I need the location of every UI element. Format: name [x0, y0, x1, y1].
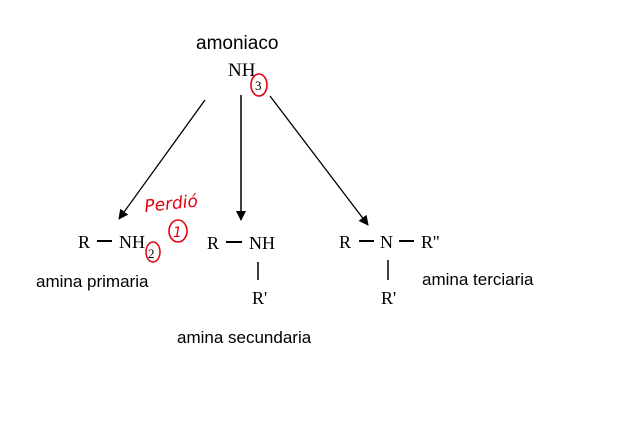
ammonia-formula-main: NH — [228, 60, 256, 81]
ammonia-label: amoniaco — [196, 33, 278, 54]
secondary-r: R — [207, 233, 219, 253]
tertiary-n: N — [380, 232, 393, 252]
primary-r: R — [78, 232, 90, 252]
tertiary-r-double-prime: R'' — [421, 232, 440, 252]
ammonia-subscript-circle — [250, 73, 268, 97]
annotation-circled-number: 1 — [173, 225, 182, 241]
secondary-r-prime: R' — [252, 288, 267, 308]
primary-nh-subscript: 2 — [148, 246, 155, 261]
ammonia-formula: NH — [228, 60, 256, 81]
primary-nh: NH — [119, 232, 145, 252]
secondary-nh: NH — [249, 233, 275, 253]
primary-subscript-circle — [145, 241, 161, 263]
primary-name: amina primaria — [36, 272, 149, 291]
tertiary-name: amina terciaria — [422, 270, 534, 289]
secondary-name: amina secundaria — [177, 328, 312, 347]
annotation-perdio: Perdió — [143, 191, 198, 216]
tertiary-r-prime: R' — [381, 288, 396, 308]
arrow-to-primary — [118, 99, 206, 220]
annotation-circle-one — [168, 219, 188, 243]
tertiary-r: R — [339, 232, 351, 252]
ammonia-formula-subscript: 3 — [255, 78, 262, 93]
arrow-to-tertiary — [269, 95, 369, 226]
